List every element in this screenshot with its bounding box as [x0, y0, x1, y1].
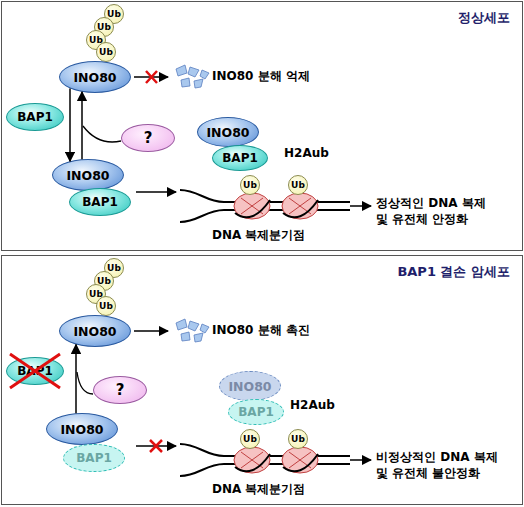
- fragment: [194, 79, 203, 88]
- fragment: [200, 324, 209, 333]
- ubiquitin-circle: Ub: [288, 429, 308, 449]
- node-text: ?: [116, 381, 125, 399]
- fragment: [181, 78, 190, 87]
- node-text: ?: [144, 129, 153, 147]
- recruit-arrow: [136, 191, 176, 193]
- node-text: Ub: [243, 180, 257, 190]
- protein-ellipse: INO80: [219, 371, 281, 401]
- dna-wrap: [235, 200, 270, 217]
- node-text: BAP1: [82, 195, 118, 209]
- node-text: BAP1: [17, 364, 53, 378]
- node-text: INO80: [206, 125, 249, 140]
- protein-ellipse: BAP1: [212, 145, 268, 171]
- node-text: INO80: [228, 379, 271, 394]
- replication-fork: [180, 444, 350, 476]
- protein-fragments: [176, 65, 209, 88]
- annotation-label: INO80 분해 억제: [212, 69, 310, 85]
- fragment: [176, 65, 187, 76]
- protein-ellipse: INO80: [59, 61, 131, 93]
- node-text: BAP1: [222, 151, 258, 165]
- protein-ellipse: BAP1: [6, 103, 64, 131]
- annotation-label: H2Aub: [290, 398, 335, 414]
- unknown-factor-ellipse: ?: [93, 376, 147, 404]
- arrow-connector: [81, 92, 83, 159]
- node-text: INO80: [60, 422, 103, 437]
- annotation-label: DNA 복제분기점: [212, 482, 305, 498]
- protein-ellipse: INO80: [52, 159, 124, 191]
- block-cross: [146, 71, 157, 83]
- fragment: [176, 319, 187, 330]
- ubiquitin-circle: Ub: [96, 296, 116, 316]
- dna-wrap: [283, 200, 318, 217]
- protein-ellipse: BAP1: [63, 444, 125, 472]
- nucleosome: [234, 193, 270, 219]
- block-cross: [150, 440, 162, 452]
- annotation-label: 정상적인 DNA 복제 및 유전체 안정화: [376, 196, 494, 227]
- nucleosome: [282, 193, 318, 219]
- outcome-arrow: [350, 205, 371, 207]
- arrow-connector: [69, 89, 71, 162]
- fragment: [188, 67, 199, 77]
- fragment: [194, 333, 203, 342]
- node-text: INO80: [73, 70, 116, 85]
- node-text: BAP1: [76, 451, 112, 465]
- ubiquitin-circle: Ub: [96, 42, 116, 62]
- nucleosome: [282, 447, 318, 473]
- ubiquitin-circle: Ub: [240, 175, 260, 195]
- protein-ellipse: BAP1: [228, 399, 284, 425]
- node-text: Ub: [291, 434, 305, 444]
- fragment: [181, 332, 190, 341]
- panel-title: BAP1 결손 암세포: [397, 263, 510, 281]
- protein-ellipse: BAP1: [69, 188, 131, 216]
- fragment: [188, 321, 199, 331]
- replication-fork: [180, 190, 350, 222]
- node-text: Ub: [99, 301, 113, 311]
- panel-title: 정상세포: [458, 9, 510, 27]
- node-text: BAP1: [17, 110, 53, 124]
- protein-ellipse: INO80: [46, 413, 118, 445]
- arrow-connector: [75, 345, 77, 414]
- node-text: Ub: [291, 180, 305, 190]
- outcome-arrow: [350, 459, 371, 461]
- annotation-label: INO80 분해 촉진: [212, 323, 310, 339]
- ubiquitin-circle: Ub: [240, 429, 260, 449]
- annotation-label: 비정상적인 DNA 복제 및 유전체 불안정화: [376, 450, 504, 481]
- dna-wrap: [235, 454, 270, 471]
- node-text: INO80: [73, 324, 116, 339]
- degradation-arrow: [134, 330, 168, 332]
- annotation-label: DNA 복제분기점: [212, 228, 305, 244]
- protein-ellipse: INO80: [59, 315, 131, 347]
- node-text: INO80: [66, 168, 109, 183]
- unknown-factor-ellipse: ?: [121, 124, 175, 152]
- protein-ellipse: INO80: [197, 117, 259, 147]
- protein-ellipse: BAP1: [6, 357, 64, 385]
- protein-fragments: [176, 319, 209, 342]
- nucleosome: [234, 447, 270, 473]
- node-text: BAP1: [238, 405, 274, 419]
- ubiquitin-circle: Ub: [288, 175, 308, 195]
- node-text: Ub: [243, 434, 257, 444]
- annotation-label: H2Aub: [284, 146, 329, 162]
- fragment: [200, 70, 209, 79]
- node-text: Ub: [99, 47, 113, 57]
- promoter-curve: [77, 372, 93, 394]
- dna-wrap: [283, 454, 318, 471]
- promoter-curve: [83, 126, 121, 142]
